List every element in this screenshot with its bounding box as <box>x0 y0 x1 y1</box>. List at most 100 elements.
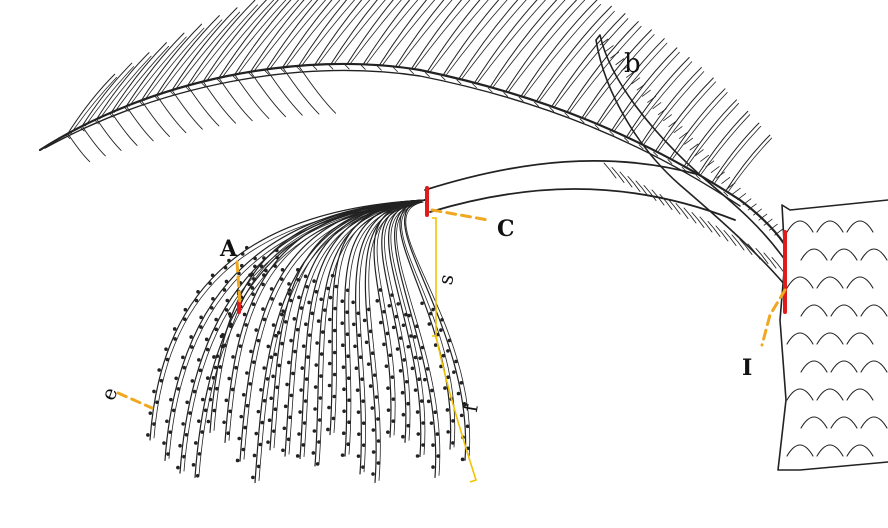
trunk-scale <box>861 249 887 260</box>
fruit-bead <box>386 386 390 390</box>
fruit-bead <box>317 440 321 444</box>
leaflet-edge <box>398 0 481 67</box>
fruit-bead <box>328 340 332 344</box>
fruit-bead <box>387 408 391 412</box>
fruit-bead <box>270 297 274 301</box>
fruit-bead <box>304 322 308 326</box>
fruit-bead <box>283 427 287 431</box>
fruit-bead <box>285 383 289 387</box>
trunk-scale <box>831 361 857 372</box>
fruit-bead <box>280 342 284 346</box>
fruit-bead <box>363 319 367 323</box>
fruit-bead <box>416 454 420 458</box>
fruit-bead <box>342 365 346 369</box>
fruit-bead <box>226 431 230 435</box>
leaflet-lower <box>267 69 303 115</box>
fruit-bead <box>240 264 244 268</box>
fruit-bead <box>416 410 420 414</box>
fruit-bead <box>261 283 265 287</box>
fruit-bead <box>369 384 373 388</box>
fruit-bead <box>436 454 440 458</box>
fruit-bead <box>401 391 405 395</box>
leaflet-lower <box>188 86 219 126</box>
fruit-bead <box>335 285 339 289</box>
fruit-bead <box>326 287 330 291</box>
rachis-mark <box>410 70 414 74</box>
rachilla-edge <box>384 202 423 440</box>
fruit-bead <box>319 374 323 378</box>
label-a: A <box>219 236 238 262</box>
fruit-bead <box>411 367 415 371</box>
leaflet <box>712 123 759 182</box>
fruit-bead <box>448 339 452 343</box>
fruit-bead <box>421 421 425 425</box>
fruit-bead <box>342 387 346 391</box>
leader-e <box>118 393 152 408</box>
fruit-bead <box>225 399 229 403</box>
fruit-bead <box>287 361 291 365</box>
fruit-bead <box>396 302 400 306</box>
fruit-bead <box>192 463 196 467</box>
fruit-bead <box>321 330 325 334</box>
fruit-bead <box>333 351 337 355</box>
fruit-bead <box>231 388 235 392</box>
fruit-bead <box>327 406 331 410</box>
fruit-bead <box>237 437 241 441</box>
fruit-bead <box>385 364 389 368</box>
fruit-bead <box>304 275 308 279</box>
fruit-bead <box>231 355 235 359</box>
fruit-bead <box>376 417 380 421</box>
fruit-bead <box>207 420 211 424</box>
fruit-bead <box>225 299 229 303</box>
fruit-bead <box>263 399 267 403</box>
leaflet <box>97 53 149 119</box>
fruit-bead <box>421 346 425 350</box>
fruit-bead <box>195 299 199 303</box>
fruit-bead <box>241 252 245 256</box>
fruit-bead <box>293 350 297 354</box>
leaflet <box>172 8 237 90</box>
fruit-bead <box>414 356 418 360</box>
leaflet-lower <box>68 134 90 162</box>
fruit-bead <box>267 345 271 349</box>
fruit-bead <box>227 377 231 381</box>
leaflet-lower <box>251 72 286 117</box>
trunk-scale <box>787 333 813 344</box>
fruit-bead <box>454 360 458 364</box>
fruit-bead <box>402 323 406 327</box>
fruit-bead <box>296 328 300 332</box>
fruit-bead <box>169 398 173 402</box>
fruit-bead <box>181 422 185 426</box>
fruit-bead <box>431 308 435 312</box>
fruit-bead <box>261 307 265 311</box>
fruit-bead <box>284 320 288 324</box>
fruit-bead <box>319 396 323 400</box>
fruit-bead <box>332 417 336 421</box>
trunk-scale <box>861 417 887 428</box>
fruit-bead <box>446 349 450 353</box>
fruit-bead <box>300 306 304 310</box>
fruit-bead <box>272 323 276 327</box>
fruit-bead <box>307 301 311 305</box>
fruit-bead <box>442 354 446 358</box>
fruit-bead <box>361 465 365 469</box>
fruit-bead <box>318 418 322 422</box>
leaflet <box>582 30 651 118</box>
fruit-bead <box>252 302 256 306</box>
fruit-bead <box>206 348 210 352</box>
rachis-mark <box>473 84 477 88</box>
fruit-bead <box>173 327 177 331</box>
fruit-bead <box>262 366 266 370</box>
leaflet-edge <box>175 12 240 90</box>
fruit-bead <box>289 339 293 343</box>
fruit-bead <box>184 308 188 312</box>
leaflet-lower <box>235 75 269 119</box>
fruit-bead <box>391 375 395 379</box>
fruit-bead <box>242 393 246 397</box>
fruit-bead <box>418 356 422 360</box>
fruit-bead <box>377 461 381 465</box>
fruit-bead <box>262 256 266 260</box>
fruit-bead <box>155 400 159 404</box>
fruit-bead <box>223 288 227 292</box>
fruit-bead <box>169 430 173 434</box>
